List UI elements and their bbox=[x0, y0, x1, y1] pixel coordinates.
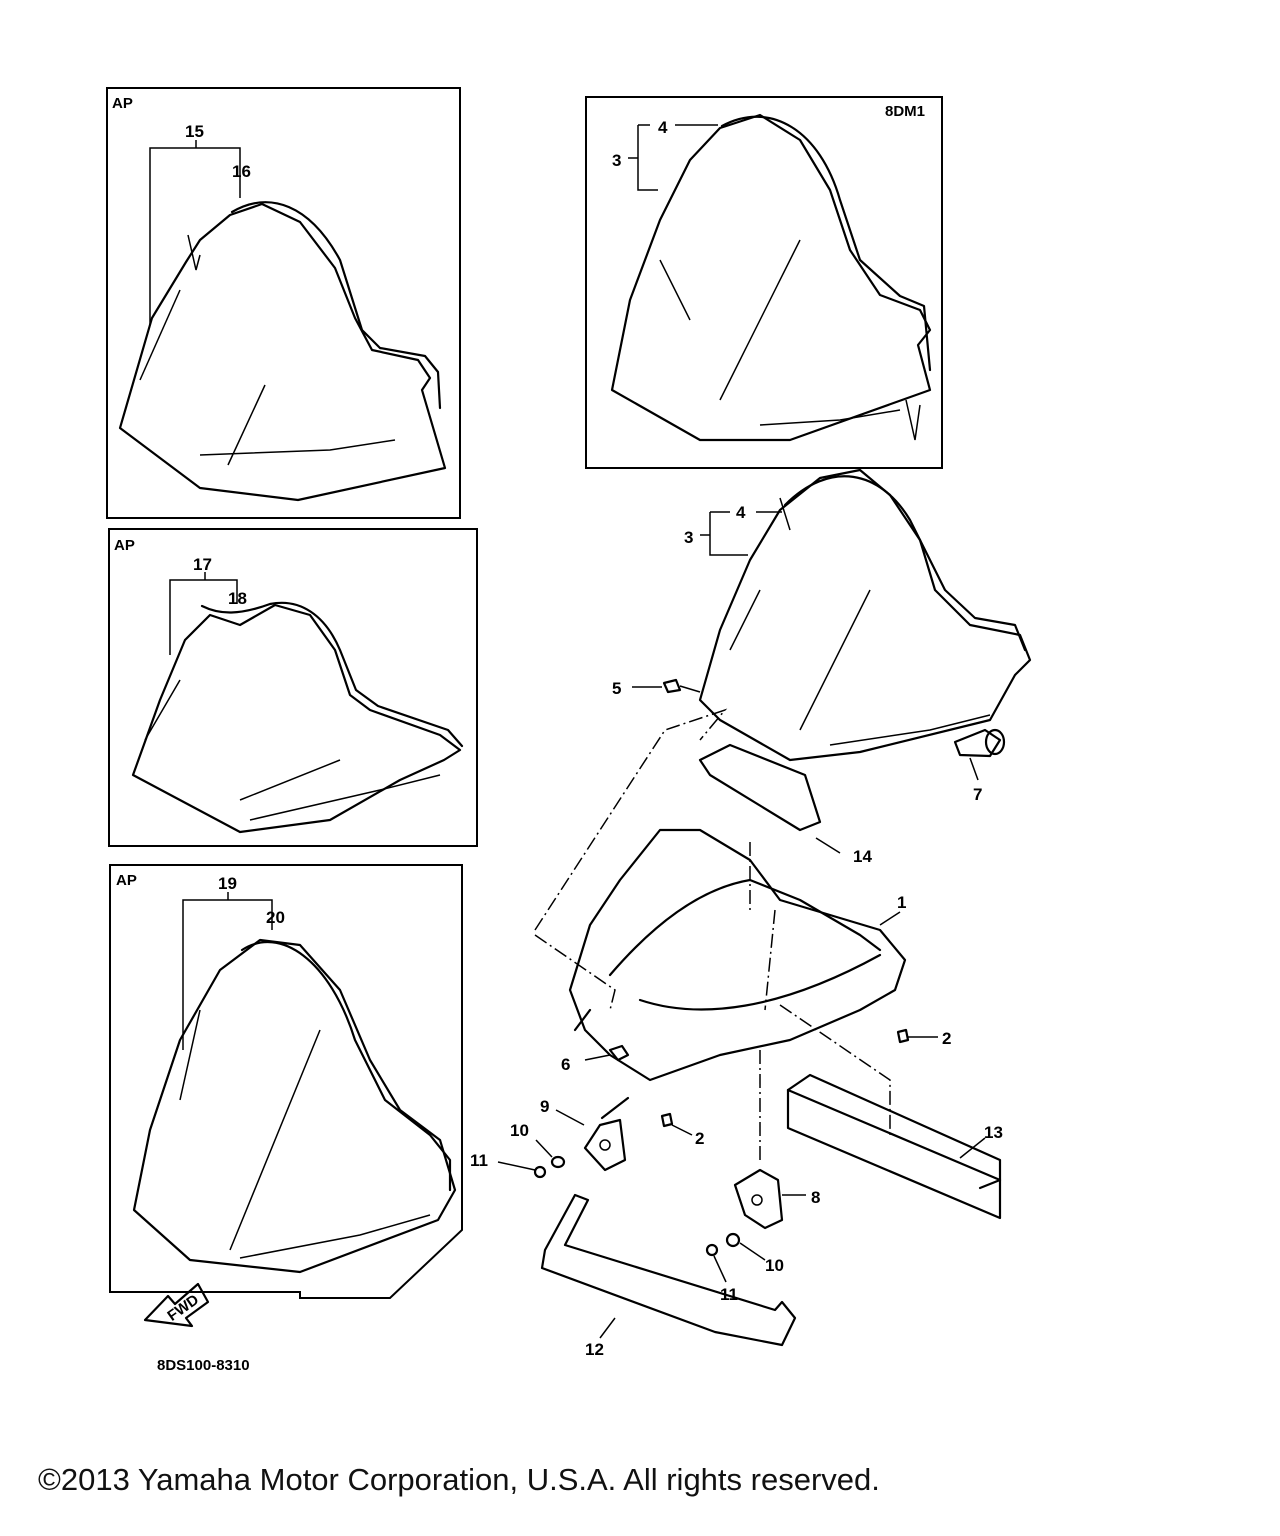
callout-16: 16 bbox=[232, 162, 251, 181]
inset-ap-middle: AP 17 18 bbox=[108, 528, 478, 847]
washer-10-left-icon bbox=[550, 1155, 566, 1169]
callout-4b: 4 bbox=[736, 503, 746, 522]
callout-4a: 4 bbox=[658, 118, 668, 137]
inset-8dm1: 8DM1 4 3 bbox=[585, 96, 943, 469]
callout-10b: 10 bbox=[765, 1256, 784, 1275]
washer-10-right-icon bbox=[725, 1232, 741, 1248]
callout-14: 14 bbox=[853, 847, 872, 866]
callout-8: 8 bbox=[811, 1188, 820, 1207]
trim-strip-12 bbox=[540, 1193, 797, 1347]
foam-block-13 bbox=[786, 1073, 1002, 1220]
inset-tag-ap-top: AP bbox=[112, 95, 133, 112]
knob-7-icon bbox=[953, 728, 1006, 758]
inset-tag-8dm1: 8DM1 bbox=[885, 103, 925, 120]
callout-17: 17 bbox=[193, 555, 212, 574]
nut-11-left-icon bbox=[533, 1165, 547, 1179]
callout-13: 13 bbox=[984, 1123, 1003, 1142]
inset-ap-top: AP 15 16 bbox=[106, 87, 461, 519]
callout-15: 15 bbox=[185, 122, 204, 141]
callout-19: 19 bbox=[218, 874, 237, 893]
callout-11b: 11 bbox=[720, 1285, 738, 1304]
inset-tag-ap-middle: AP bbox=[114, 537, 135, 554]
callout-12: 12 bbox=[585, 1340, 604, 1359]
main-windshield: 4 3 5 7 bbox=[612, 468, 1032, 804]
parts-diagram: AP 15 16 8DM1 4 3 AP 17 18 bbox=[106, 87, 1032, 1374]
callout-11a: 11 bbox=[470, 1151, 488, 1170]
callout-3b: 3 bbox=[684, 528, 693, 547]
callout-2b: 2 bbox=[695, 1129, 704, 1148]
callout-20: 20 bbox=[266, 908, 285, 927]
callout-3a: 3 bbox=[612, 151, 621, 170]
screw-2-right-icon bbox=[896, 1028, 910, 1044]
callout-10a: 10 bbox=[510, 1121, 529, 1140]
nut-11-right-icon bbox=[705, 1243, 719, 1257]
callout-7: 7 bbox=[973, 785, 982, 804]
screw-2-bottom-icon bbox=[660, 1112, 674, 1128]
copyright-notice: ©2013 Yamaha Motor Corporation, U.S.A. A… bbox=[38, 1462, 880, 1497]
inset-tag-ap-bottom: AP bbox=[116, 872, 137, 889]
callout-6: 6 bbox=[561, 1055, 570, 1074]
pad-14: 14 bbox=[698, 743, 872, 910]
bracket-8-icon bbox=[733, 1168, 784, 1230]
inset-ap-bottom: AP 19 20 FWD 8DS100-8310 bbox=[109, 864, 463, 1374]
callout-18: 18 bbox=[228, 589, 247, 608]
callout-2a: 2 bbox=[942, 1029, 951, 1048]
nut-6-icon bbox=[608, 1044, 630, 1062]
callout-5: 5 bbox=[612, 679, 621, 698]
body-panel-1: 1 bbox=[534, 708, 906, 1160]
screw-5-icon bbox=[662, 678, 701, 694]
callout-9: 9 bbox=[540, 1097, 549, 1116]
bracket-9-icon bbox=[583, 1096, 630, 1172]
fwd-arrow-icon: FWD bbox=[143, 1282, 210, 1328]
drawing-code: 8DS100-8310 bbox=[157, 1357, 250, 1374]
callout-1: 1 bbox=[897, 893, 906, 912]
